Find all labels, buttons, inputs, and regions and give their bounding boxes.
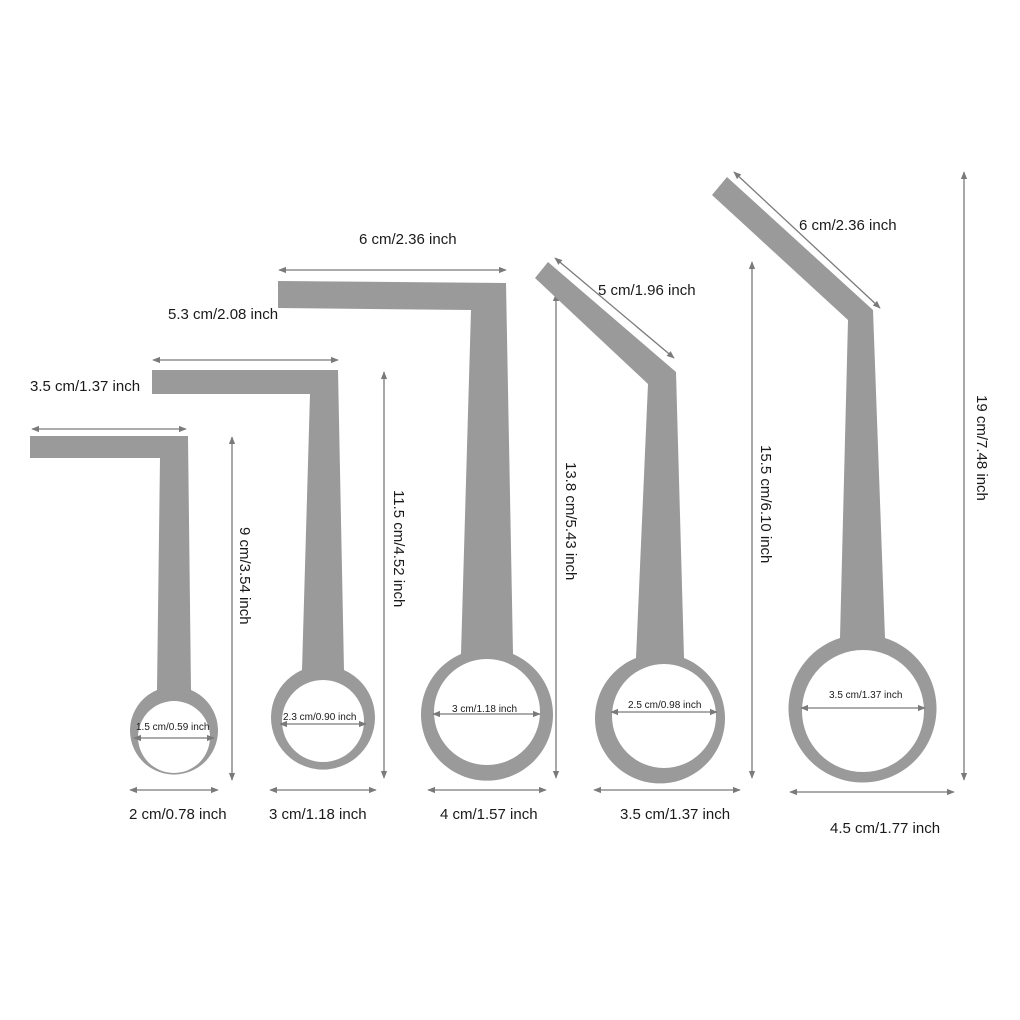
tool-1-ring-label: 2 cm/0.78 inch [129, 806, 227, 823]
tool-3-inner-label: 3 cm/1.18 inch [452, 704, 517, 715]
tool-1-height-label: 9 cm/3.54 inch [236, 527, 253, 625]
tool-2: 5.3 cm/2.08 inch 11.5 cm/4.52 inch 2.3 c… [152, 306, 407, 823]
tool-3-body [278, 281, 553, 781]
tool-5-arm-dim-line [733, 171, 881, 309]
tool-5-height-label: 19 cm/7.48 inch [973, 395, 990, 501]
tool-5-inner-label: 3.5 cm/1.37 inch [829, 690, 902, 701]
tool-1-inner-label: 1.5 cm/0.59 inch [136, 722, 209, 733]
tool-5: 6 cm/2.36 inch 19 cm/7.48 inch 3.5 cm/1.… [712, 171, 990, 837]
tool-1-arm-label: 3.5 cm/1.37 inch [30, 378, 140, 395]
tool-4-arm-label: 5 cm/1.96 inch [598, 282, 696, 299]
tool-3: 6 cm/2.36 inch 13.8 cm/5.43 inch 3 cm/1.… [278, 231, 579, 823]
tool-4: 5 cm/1.96 inch 15.5 cm/6.10 inch 2.5 cm/… [535, 257, 774, 823]
tool-1-body [30, 436, 219, 775]
tool-5-ring-label: 4.5 cm/1.77 inch [830, 820, 940, 837]
tool-1: 3.5 cm/1.37 inch 9 cm/3.54 inch 1.5 cm/0… [30, 378, 253, 823]
tool-2-ring-label: 3 cm/1.18 inch [269, 806, 367, 823]
tool-3-ring-label: 4 cm/1.57 inch [440, 806, 538, 823]
tool-2-inner-label: 2.3 cm/0.90 inch [283, 712, 356, 723]
tool-2-height-label: 11.5 cm/4.52 inch [390, 490, 407, 607]
tool-5-body [712, 177, 937, 783]
tool-3-arm-label: 6 cm/2.36 inch [359, 231, 457, 248]
tool-2-arm-label: 5.3 cm/2.08 inch [168, 306, 278, 323]
tool-4-height-label: 15.5 cm/6.10 inch [757, 445, 774, 563]
tool-4-ring-label: 3.5 cm/1.37 inch [620, 806, 730, 823]
tool-4-inner-label: 2.5 cm/0.98 inch [628, 700, 701, 711]
tool-2-body [152, 370, 376, 770]
tool-3-height-label: 13.8 cm/5.43 inch [562, 462, 579, 580]
tool-4-arm-dim-line [554, 257, 675, 359]
tool-4-body [535, 262, 726, 784]
tool-5-arm-label: 6 cm/2.36 inch [799, 217, 897, 234]
